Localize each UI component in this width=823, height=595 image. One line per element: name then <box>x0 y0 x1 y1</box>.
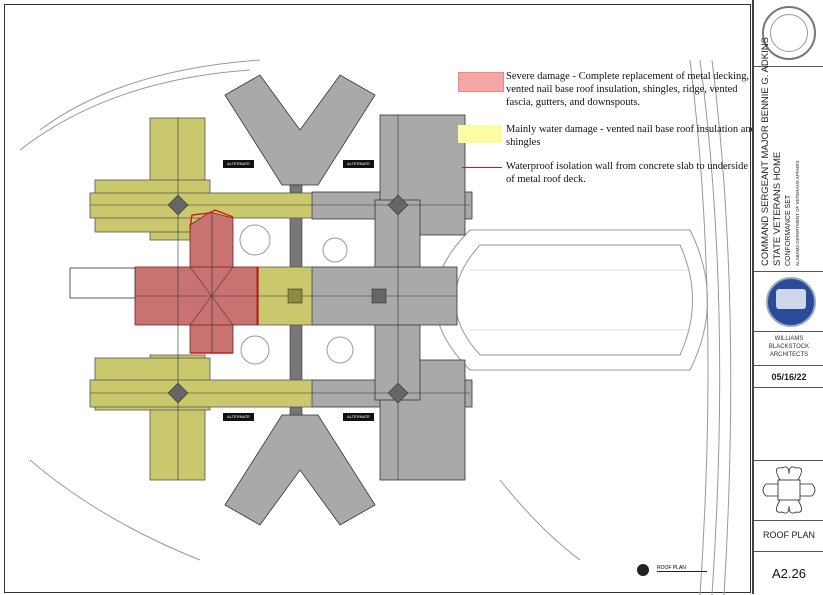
north-arrow-icon <box>637 564 649 576</box>
legend-item-wall: Waterproof isolation wall from concrete … <box>458 160 758 186</box>
date-cell: 05/16/22 <box>754 366 823 388</box>
key-plan-diagram <box>762 466 816 514</box>
architect-seal <box>762 6 816 60</box>
alternate-label: ALTERNATE <box>343 413 374 421</box>
legend-text: Waterproof isolation wall from concrete … <box>506 161 749 185</box>
water-damage-area <box>89 117 313 481</box>
legend-item-water: Mainly water damage - vented nail base r… <box>458 123 758 149</box>
legend-item-severe: Severe damage - Complete replacement of … <box>458 70 758 109</box>
alternate-label: ALTERNATE <box>223 160 254 168</box>
damage-legend: Severe damage - Complete replacement of … <box>458 70 758 197</box>
key-plan-cell <box>754 460 823 521</box>
roof-plan-caption-title: ROOF PLAN <box>657 565 707 572</box>
bottom-v-wing <box>224 414 376 526</box>
architect-cell: WILLIAMS BLACKSTOCK ARCHITECTS <box>754 331 823 366</box>
sheet-number: A2.26 <box>772 566 806 581</box>
issue-date: 05/16/22 <box>771 372 807 382</box>
title-block: COMMAND SERGEANT MAJOR BENNIE G. ADKINS … <box>752 0 823 594</box>
roof-hips <box>167 194 409 404</box>
owner-name: ALABAMA DEPARTMENT OF VETERANS AFFAIRS <box>795 160 800 266</box>
sheet-title-cell: ROOF PLAN <box>754 520 823 552</box>
project-title: COMMAND SERGEANT MAJOR BENNIE G. ADKINS <box>760 37 771 266</box>
legend-swatch-red <box>458 72 504 92</box>
architect-name: ARCHITECTS <box>769 352 809 358</box>
legend-text: Severe damage - Complete replacement of … <box>506 71 750 108</box>
legend-line-red <box>462 167 502 168</box>
alternate-label: ALTERNATE <box>343 160 374 168</box>
seal-cell <box>754 0 823 67</box>
state-seal-logo <box>766 277 816 327</box>
project-title-cell: COMMAND SERGEANT MAJOR BENNIE G. ADKINS … <box>754 37 823 272</box>
sheet-number-cell: A2.26 <box>754 552 823 594</box>
revisions-cell <box>754 388 823 461</box>
site-roads <box>19 59 732 595</box>
project-subtitle: STATE VETERANS HOME <box>772 151 783 266</box>
architect-name: WILLIAMS <box>774 336 804 342</box>
roof-plan-drawing <box>19 59 732 595</box>
architect-name: BLACKSTOCK <box>768 344 810 350</box>
alternate-label: ALTERNATE <box>223 413 254 421</box>
sheet-title: ROOF PLAN <box>762 530 815 540</box>
logo-cell <box>754 271 823 332</box>
legend-swatch-yellow <box>458 125 502 143</box>
adjacent-building <box>69 267 136 299</box>
top-v-wing <box>224 74 376 186</box>
drawing-frame <box>4 4 751 593</box>
parking-stalls <box>470 269 690 331</box>
set-name: CONFORMANCE SET <box>785 194 792 266</box>
legend-text: Mainly water damage - vented nail base r… <box>506 124 756 148</box>
